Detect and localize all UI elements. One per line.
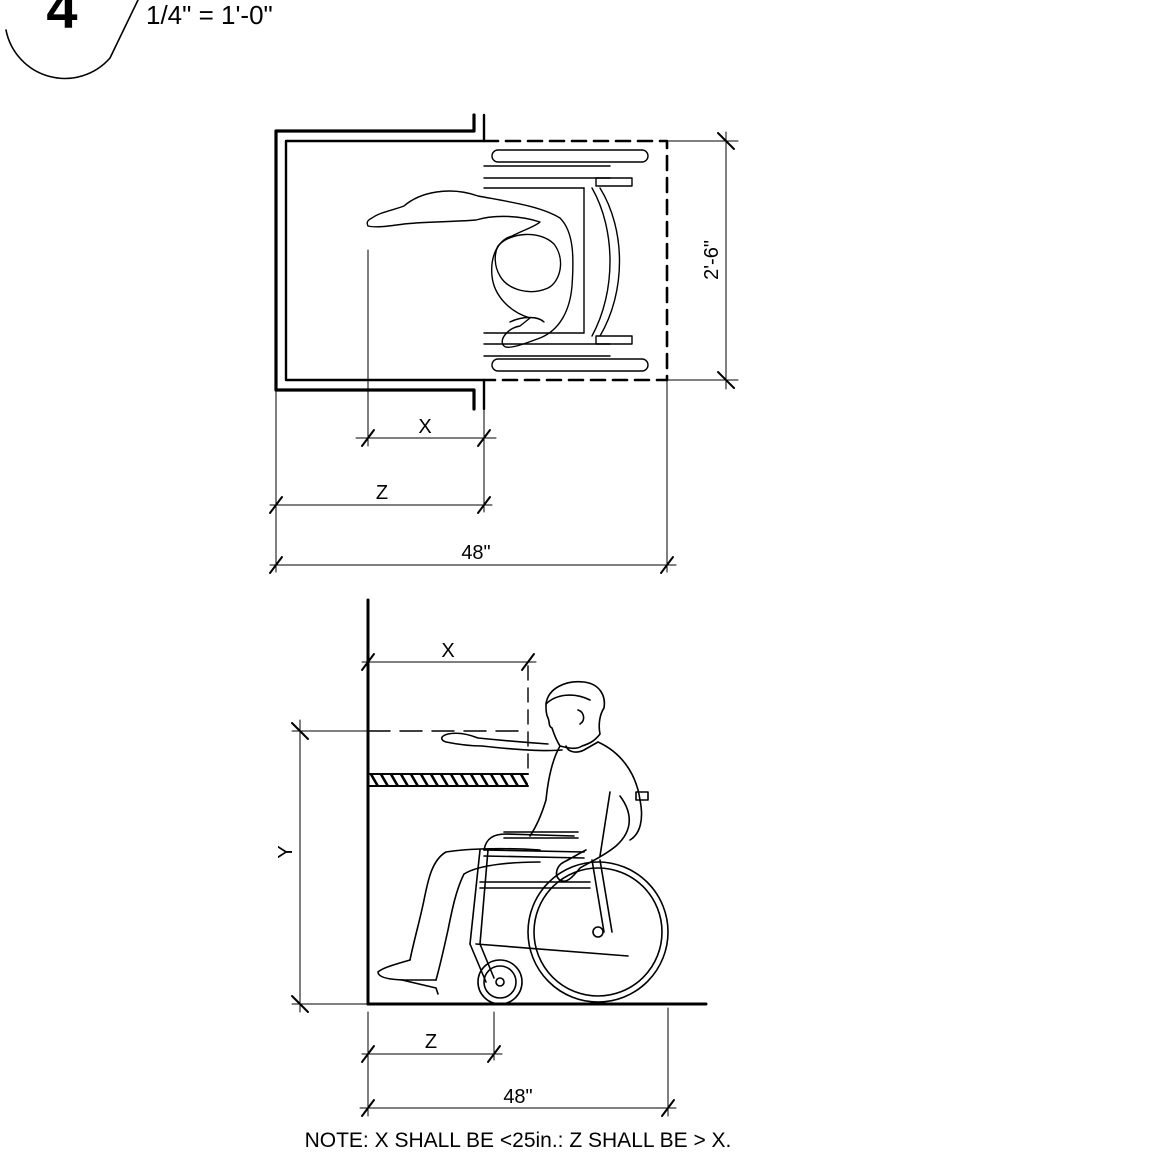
clear-floor-space — [482, 139, 669, 382]
note-text: NOTE: X SHALL BE <25in.: Z SHALL BE > X. — [305, 1129, 732, 1152]
elevation-view: X Y Z 48" — [275, 598, 708, 1117]
elev-dim-z: Z — [425, 1031, 437, 1053]
plan-dim-48: 48" — [461, 542, 490, 564]
wheelchair-side — [469, 791, 669, 1005]
plan-dim-z: Z — [376, 482, 388, 504]
plan-dim-x: X — [418, 416, 431, 438]
plan-view: X Z 48" 2'-6" — [269, 113, 739, 574]
title-bubble — [5, 0, 139, 80]
person-plan — [366, 190, 574, 348]
alcove-wall-outer — [274, 113, 476, 411]
wheelchair-plan — [483, 149, 649, 372]
elev-dim-y: Y — [275, 845, 297, 858]
title-block: 4 1/4" = 1'-0" — [5, 0, 273, 80]
detail-number: 4 — [46, 0, 77, 40]
alcove-wall-inner — [284, 113, 486, 411]
person-side — [377, 680, 643, 995]
counter-hatch — [368, 774, 528, 786]
elev-dim-48: 48" — [503, 1086, 532, 1108]
drawing-scale: 1/4" = 1'-0" — [146, 0, 273, 30]
plan-dim-depth: 2'-6" — [701, 240, 723, 280]
elev-dim-x: X — [441, 640, 454, 662]
